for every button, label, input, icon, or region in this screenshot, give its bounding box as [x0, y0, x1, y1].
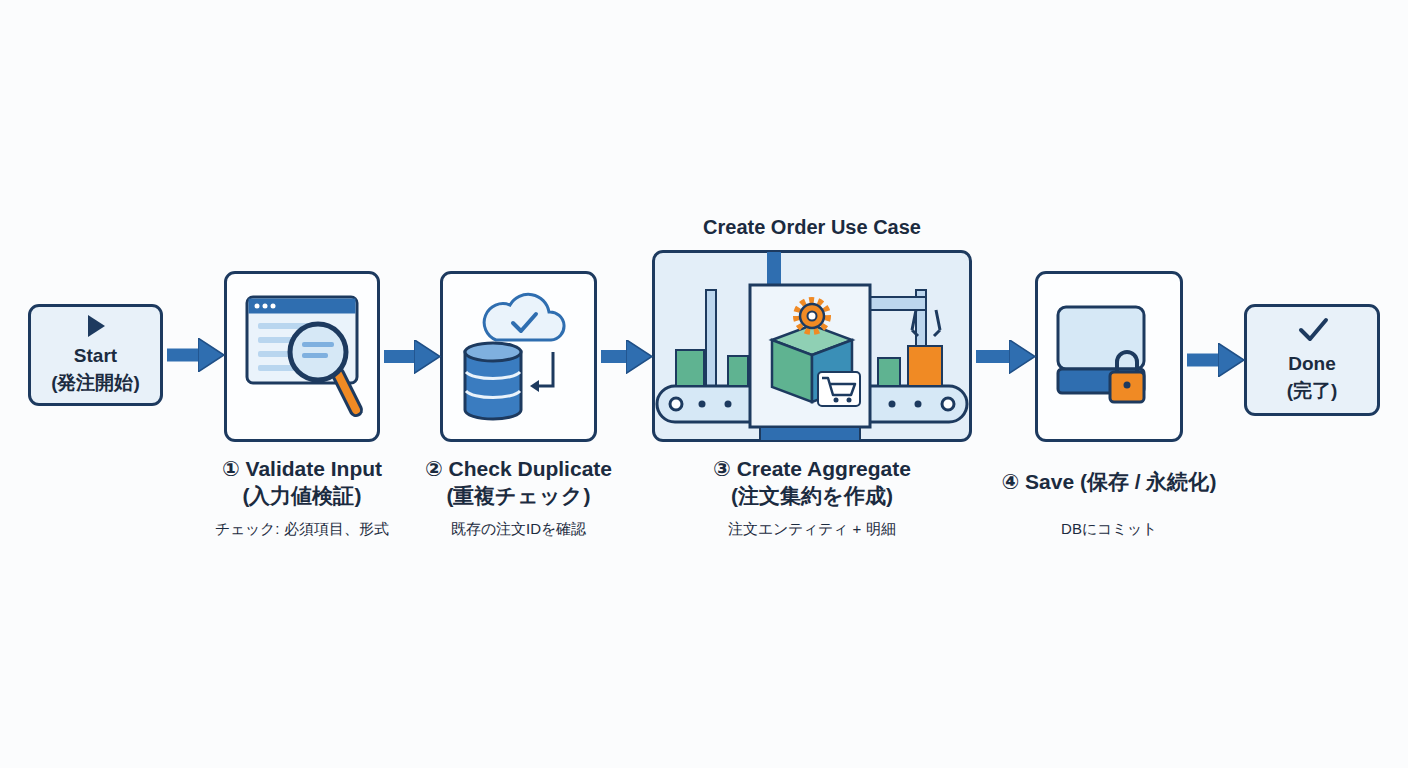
- step-note: DBにコミット: [989, 519, 1229, 539]
- cart-wheel: [847, 398, 852, 403]
- flow-arrow: [1187, 354, 1218, 367]
- gear-icon: [800, 304, 824, 328]
- check-mark: [513, 314, 536, 331]
- conveyor-roller: [699, 401, 706, 408]
- gear-teeth: [796, 300, 828, 332]
- done-check: [1301, 320, 1326, 339]
- lens-line: [302, 353, 328, 358]
- start-terminal: Start (発注開始): [28, 304, 163, 406]
- gear-hub: [808, 312, 817, 321]
- machine-base: [760, 427, 860, 441]
- drive-base: [1058, 369, 1144, 393]
- return-arrow-head: [530, 380, 539, 392]
- robot-arm: [870, 297, 926, 310]
- terminal-label: Start (発注開始): [41, 342, 151, 396]
- frame-post: [706, 290, 716, 390]
- box-top: [772, 325, 852, 355]
- parcel: [908, 346, 942, 386]
- box-front: [772, 340, 812, 402]
- form-line: [258, 337, 316, 343]
- lock-shackle: [1117, 352, 1137, 374]
- terminal-label: Done (完了): [1264, 350, 1360, 404]
- conveyor-roller: [915, 401, 922, 408]
- form-line: [258, 323, 328, 329]
- flow-arrow: [601, 350, 626, 363]
- parcel: [728, 356, 748, 386]
- return-arrow: [536, 352, 553, 386]
- database-band: [466, 372, 520, 379]
- step-heading: ① Validate Input (入力値検証): [182, 455, 422, 509]
- cart-icon: [822, 378, 855, 395]
- database-icon: [465, 352, 521, 419]
- machine-panel: [750, 285, 870, 427]
- lock-keyhole: [1124, 382, 1131, 389]
- form-line: [258, 351, 324, 357]
- cart-wheel: [834, 398, 839, 403]
- window-dot: [255, 304, 260, 309]
- lock-icon: [1110, 372, 1144, 402]
- step-note: 既存の注文IDを確認: [399, 519, 639, 539]
- step-note: 注文エンティティ + 明細: [672, 519, 952, 539]
- parcel: [676, 350, 704, 386]
- flow-arrow: [976, 350, 1009, 363]
- box-side: [812, 340, 852, 402]
- lens-line: [302, 342, 334, 347]
- use-case-box: Create Order Use Case③ Create Aggregate …: [652, 250, 972, 442]
- step-heading: ④ Save (保存 / 永続化): [989, 468, 1229, 495]
- magnifier-handle: [338, 374, 356, 410]
- window-dot: [263, 304, 268, 309]
- magnifier-handle-outline: [338, 374, 356, 410]
- conveyor-roller: [889, 401, 896, 408]
- window-titlebar: [249, 299, 356, 314]
- play-icon: [88, 315, 105, 337]
- process-box: ② Check Duplicate (重複チェック)既存の注文IDを確認: [440, 271, 597, 442]
- frame-post: [916, 290, 926, 350]
- step-heading: ② Check Duplicate (重複チェック): [399, 455, 639, 509]
- use-case-title: Create Order Use Case: [652, 214, 972, 240]
- magnifier-lens: [290, 324, 346, 380]
- drive-icon: [1058, 307, 1144, 369]
- feed-pipe: [767, 252, 781, 288]
- process-box: ④ Save (保存 / 永続化)DBにコミット: [1035, 271, 1183, 442]
- conveyor-roller: [670, 398, 682, 410]
- conveyor-belt: [657, 386, 967, 422]
- cart-badge: [818, 372, 860, 406]
- conveyor-roller: [942, 398, 954, 410]
- database-top: [465, 343, 521, 361]
- database-band: [466, 391, 520, 398]
- conveyor-roller: [725, 401, 732, 408]
- robot-claw: [912, 310, 940, 336]
- parcel: [878, 358, 900, 386]
- end-terminal: Done (完了): [1244, 304, 1380, 416]
- flow-arrow: [384, 350, 414, 363]
- window-dot: [271, 304, 276, 309]
- form-line: [258, 365, 308, 371]
- cloud-icon: [484, 294, 564, 340]
- process-box: ① Validate Input (入力値検証)チェック: 必須項目、形式: [224, 271, 380, 442]
- window-icon: [247, 297, 357, 383]
- step-heading: ③ Create Aggregate (注文集約を作成): [672, 455, 952, 509]
- step-note: チェック: 必須項目、形式: [182, 519, 422, 539]
- flow-arrow: [167, 349, 198, 362]
